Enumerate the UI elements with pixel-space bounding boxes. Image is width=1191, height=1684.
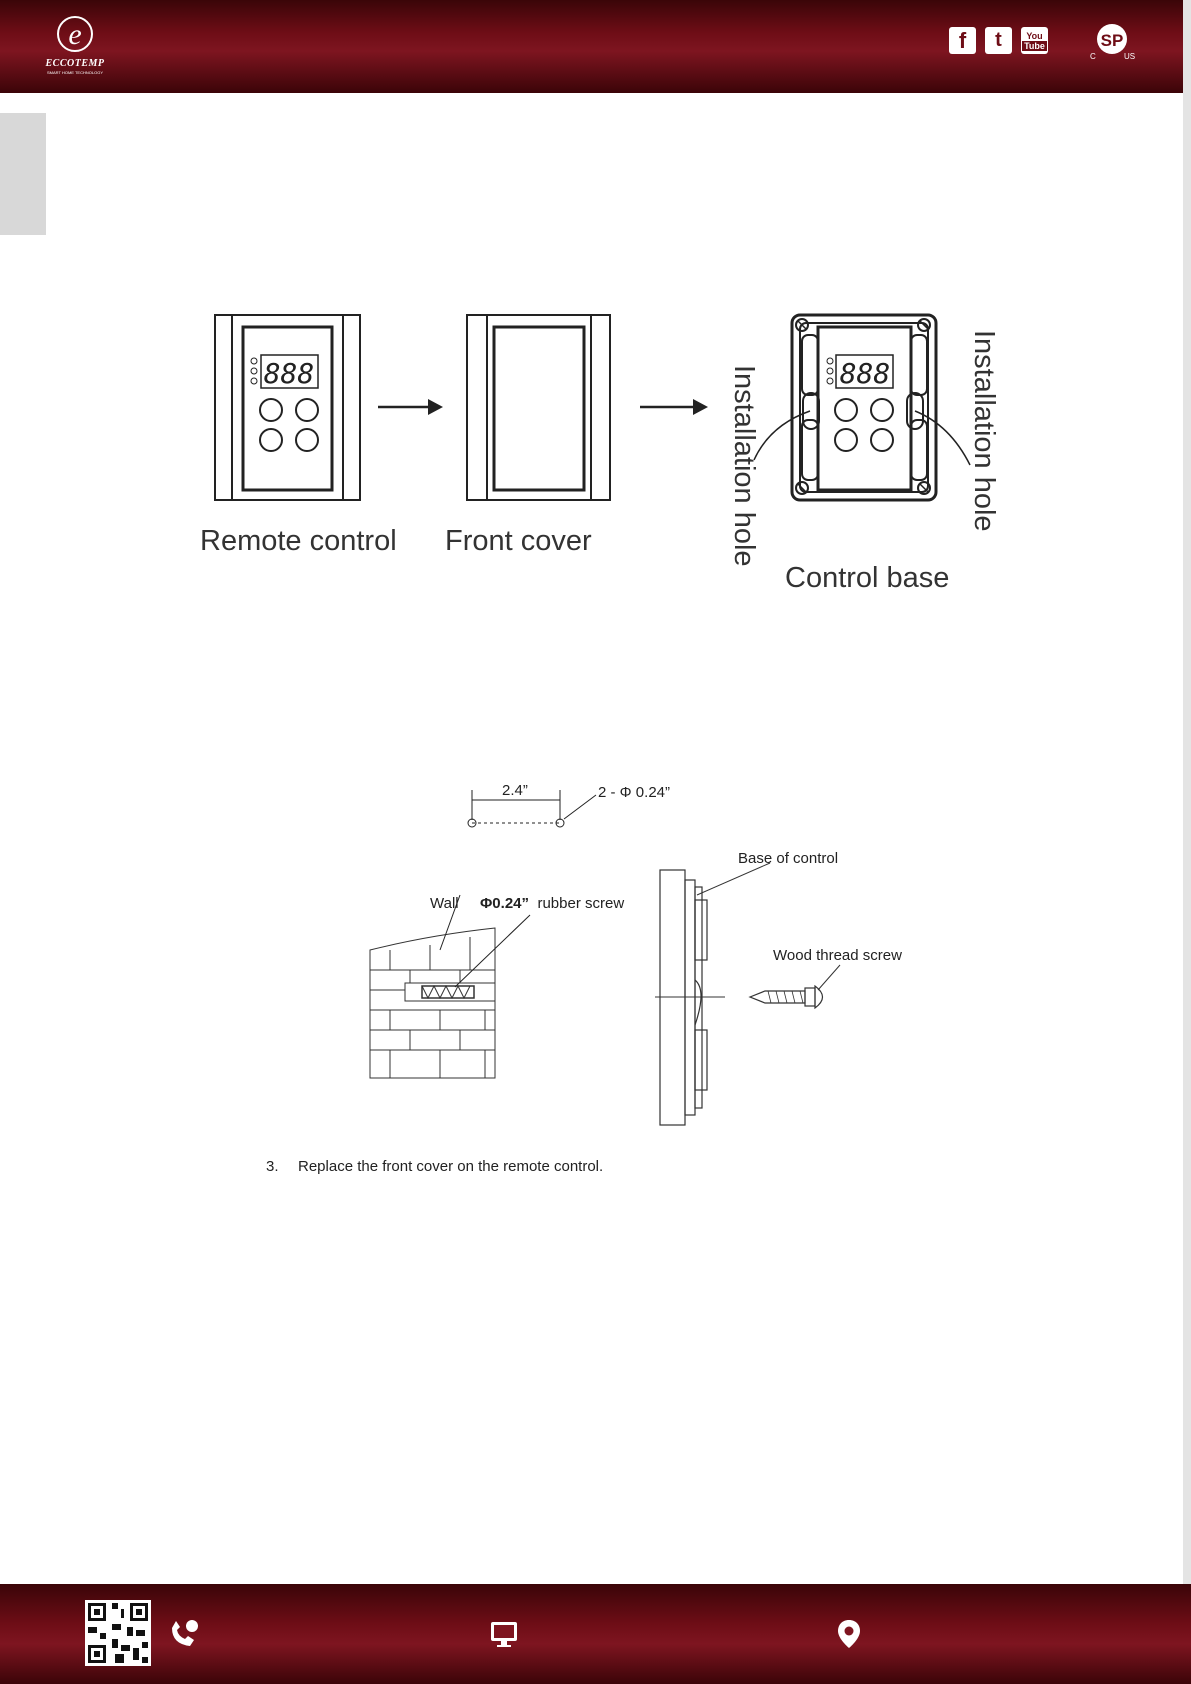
brick-wall-drawing [369,927,496,1079]
youtube-text-top: You [1026,30,1043,41]
side-tab [0,113,46,235]
installation-hole-left-label: Installation hole [728,365,760,567]
wood-thread-screw-label: Wood thread screw [773,947,902,964]
csa-letters-us: US [1124,52,1136,61]
location-pin-icon[interactable] [833,1618,865,1650]
page-footer [0,1584,1191,1684]
wall-mounting-diagram: 2.4” 2 - Φ 0.24” Wall Φ0.24” rubber scre… [369,782,902,1126]
page-edge-strip [1183,0,1191,1684]
rubber-screw-size: Φ0.24” [480,895,529,912]
csa-certification-icon: SP C US [1088,20,1138,65]
wall-leader-line [439,894,461,951]
base-of-control-label: Base of control [738,850,838,867]
control-base-side-view [655,862,771,1126]
page-header: e ECCOTEMP SMART HOME TECHNOLOGY f t You… [0,0,1191,93]
remote-control-exploded-diagram: 888 [200,313,1000,594]
svg-text:e: e [68,18,81,51]
rubber-screw-leader-line [454,914,531,988]
youtube-icon[interactable]: You Tube [1021,27,1048,54]
csa-letter-c: C [1090,52,1096,61]
hole-diameter-label: 2 - Φ 0.24” [598,784,670,801]
base-display-digits: 888 [840,357,891,390]
youtube-text-bottom: Tube [1022,40,1047,51]
instruction-step: 3. Replace the front cover on the remote … [266,1158,603,1175]
hole-spacing-dimension [467,790,597,828]
rubber-screw-label: Φ0.24” rubber screw [480,895,624,912]
eccotemp-logo: e ECCOTEMP SMART HOME TECHNOLOGY [40,12,120,82]
installation-hole-right-label: Installation hole [968,330,1000,532]
wall-label: Wall [430,895,459,912]
control-base-label: Control base [785,562,949,594]
qr-code-icon [85,1600,151,1666]
front-cover-drawing [466,314,611,501]
control-base-drawing [753,313,971,502]
remote-display-digits: 888 [264,357,315,390]
logo-tagline: SMART HOME TECHNOLOGY [46,70,103,75]
step-number: 3. [266,1158,279,1175]
spacing-dimension-label: 2.4” [502,782,528,799]
eccotemp-e-icon: e [57,16,93,52]
twitter-icon[interactable]: t [985,27,1012,54]
remote-control-label: Remote control [200,525,397,557]
remote-control-drawing [214,314,361,501]
arrow-right-icon [378,399,443,415]
rubber-screw-text: rubber screw [537,895,624,912]
logo-text: ECCOTEMP [45,58,105,69]
wood-screw-drawing [748,964,841,1010]
phone-icon[interactable] [168,1618,200,1650]
arrow-right-icon [640,399,708,415]
svg-text:SP: SP [1101,31,1124,50]
monitor-icon[interactable] [488,1618,520,1650]
facebook-icon[interactable]: f [949,27,976,54]
step-text: Replace the front cover on the remote co… [298,1158,604,1175]
front-cover-label: Front cover [445,525,592,557]
